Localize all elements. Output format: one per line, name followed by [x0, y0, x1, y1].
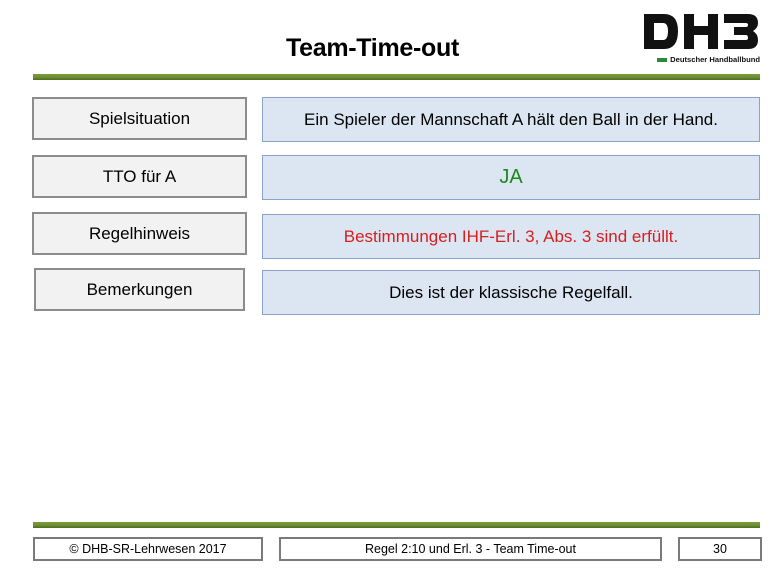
value-text: Bestimmungen IHF-Erl. 3, Abs. 3 sind erf…	[343, 226, 679, 246]
label-tto: TTO für A	[32, 155, 247, 198]
logo-accent-bar	[657, 58, 668, 62]
value-text: Ein Spieler der Mannschaft A hält den Ba…	[304, 109, 718, 129]
label-text: Regelhinweis	[88, 223, 191, 243]
top-divider	[33, 74, 760, 80]
footer-copyright-text: © DHB-SR-Lehrwesen 2017	[69, 542, 227, 556]
value-spielsituation: Ein Spieler der Mannschaft A hält den Ba…	[262, 97, 760, 142]
value-tto: JA	[262, 155, 760, 200]
dhb-logo-icon	[644, 14, 758, 49]
value-regelhinweis: Bestimmungen IHF-Erl. 3, Abs. 3 sind erf…	[262, 214, 760, 259]
label-spielsituation: Spielsituation	[32, 97, 247, 140]
footer-topic-text: Regel 2:10 und Erl. 3 - Team Time-out	[365, 542, 576, 556]
label-bemerkungen: Bemerkungen	[34, 268, 245, 311]
logo-subtitle: Deutscher Handballbund	[642, 55, 760, 64]
label-text: Bemerkungen	[86, 279, 193, 299]
dhb-logo: Deutscher Handballbund	[642, 12, 760, 68]
value-text: Dies ist der klassische Regelfall.	[389, 282, 633, 302]
slide-title: Team-Time-out	[286, 34, 459, 62]
page-number-text: 30	[713, 542, 727, 556]
logo-subtitle-text: Deutscher Handballbund	[670, 55, 760, 64]
bottom-divider	[33, 522, 760, 528]
value-text: JA	[499, 166, 523, 188]
label-text: Spielsituation	[88, 108, 191, 128]
label-text: TTO für A	[102, 166, 177, 186]
page-number: 30	[678, 537, 762, 561]
footer-copyright: © DHB-SR-Lehrwesen 2017	[33, 537, 263, 561]
label-regelhinweis: Regelhinweis	[32, 212, 247, 255]
footer-topic: Regel 2:10 und Erl. 3 - Team Time-out	[279, 537, 662, 561]
value-bemerkungen: Dies ist der klassische Regelfall.	[262, 270, 760, 315]
